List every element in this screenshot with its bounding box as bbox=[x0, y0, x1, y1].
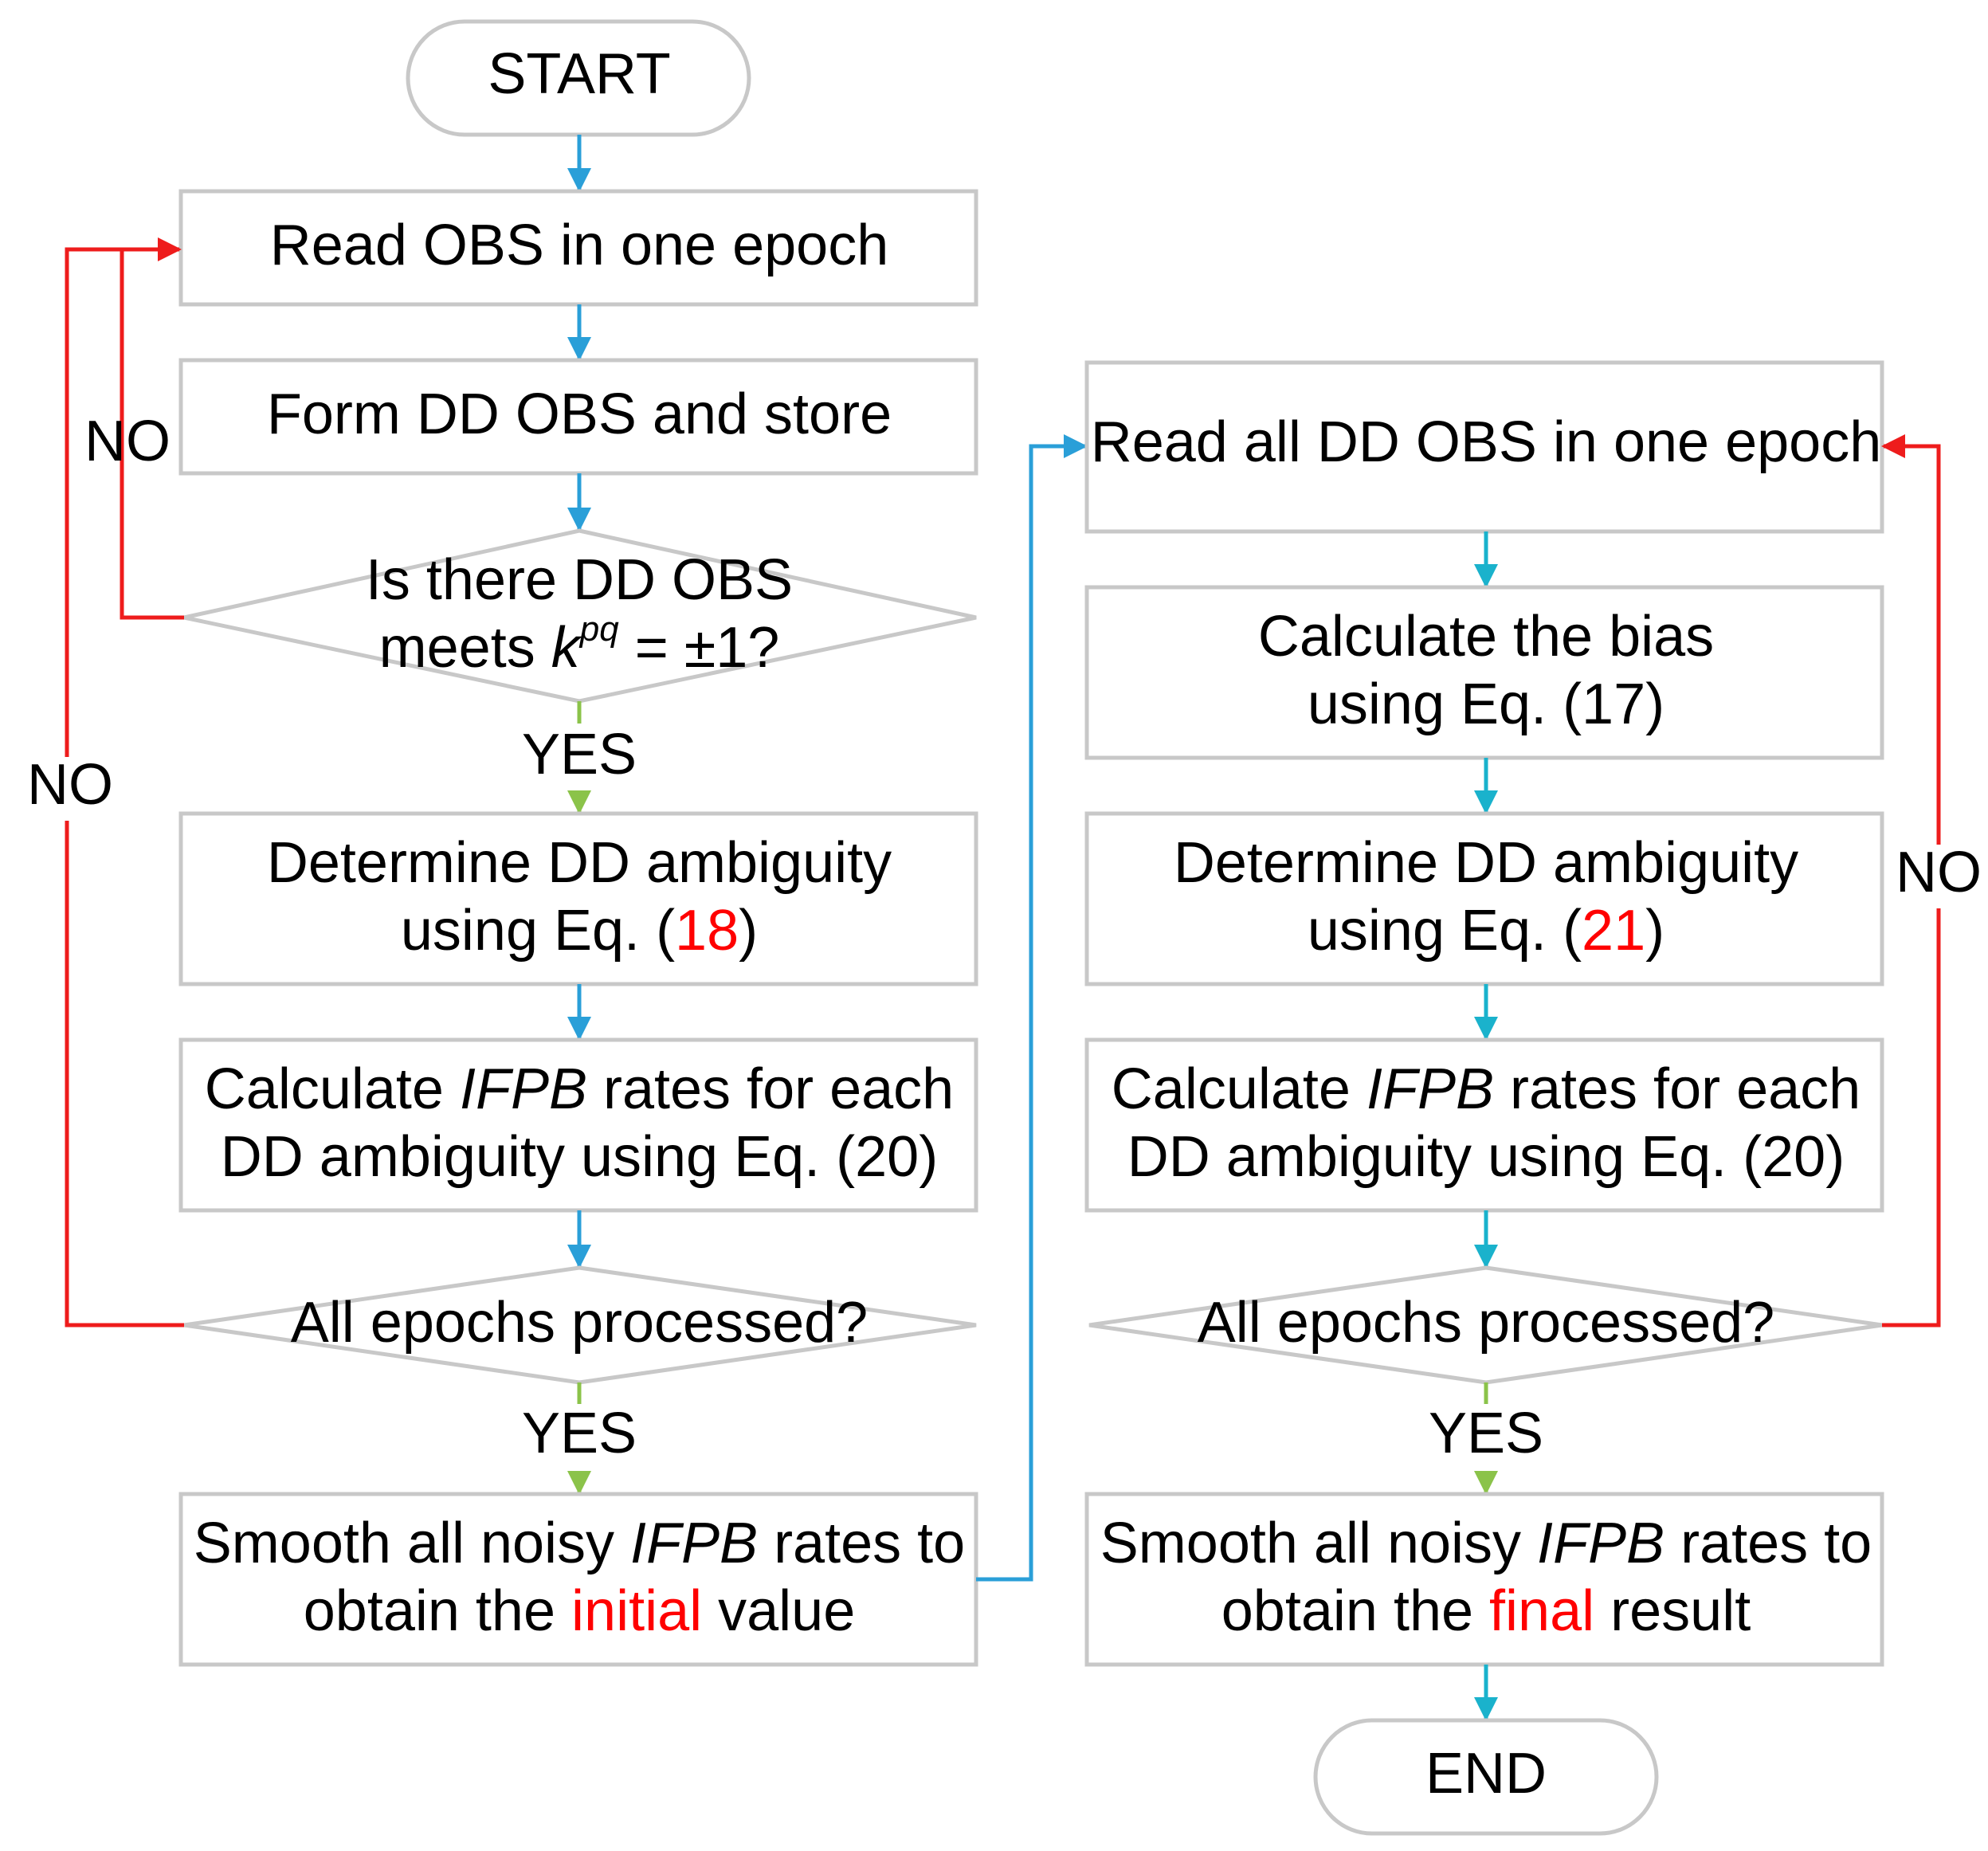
calc-left-line1: Calculate IFPB rates for each bbox=[205, 1057, 954, 1121]
yes-label-3: YES bbox=[1429, 1402, 1543, 1465]
calc-bias-line1: Calculate the bias bbox=[1258, 605, 1714, 669]
decision-all-epochs-left: All epochs processed? bbox=[183, 1265, 977, 1385]
no-label-right: NO bbox=[1896, 841, 1982, 904]
read-obs-box: Read OBS in one epoch bbox=[178, 189, 978, 307]
determine-dd-right-box: Determine DD ambiguity using Eq. (21) bbox=[1084, 811, 1884, 986]
determine-right-line2: using Eq. (21) bbox=[1308, 899, 1665, 963]
read-all-dd-label: Read all DD OBS in one epoch bbox=[1091, 410, 1882, 474]
no-label-inner: NO bbox=[84, 410, 171, 473]
start-label: START bbox=[488, 42, 670, 106]
yes-label-1: YES bbox=[522, 723, 637, 786]
smooth-initial-line1: Smooth all noisy IFPB rates to bbox=[194, 1512, 965, 1575]
calc-right-line2: DD ambiguity using Eq. (20) bbox=[1127, 1125, 1845, 1189]
no-label-right-bg bbox=[1895, 845, 1982, 908]
determine-dd-left-box: Determine DD ambiguity using Eq. (18) bbox=[178, 811, 978, 986]
calc-bias-box: Calculate the bias using Eq. (17) bbox=[1084, 585, 1884, 760]
arrow-to-right-column bbox=[976, 434, 1088, 1582]
decision-all-epochs-left-label: All epochs processed? bbox=[291, 1291, 868, 1355]
smooth-final-line2: obtain the final result bbox=[1221, 1579, 1751, 1643]
smooth-initial-line2: obtain the initial value bbox=[304, 1579, 856, 1643]
no-label-outer: NO bbox=[27, 753, 113, 817]
form-dd-label: Form DD OBS and store bbox=[267, 382, 892, 446]
calc-ifpb-left-box: Calculate IFPB rates for each DD ambigui… bbox=[178, 1037, 978, 1213]
calc-right-line1: Calculate IFPB rates for each bbox=[1112, 1057, 1861, 1121]
determine-right-line1: Determine DD ambiguity bbox=[1174, 831, 1798, 895]
decision-kpq-line1: Is there DD OBS bbox=[366, 548, 793, 612]
form-dd-box: Form DD OBS and store bbox=[178, 358, 978, 476]
end-label: END bbox=[1425, 1742, 1547, 1806]
calc-left-line2: DD ambiguity using Eq. (20) bbox=[221, 1125, 938, 1189]
calc-ifpb-right-box: Calculate IFPB rates for each DD ambigui… bbox=[1084, 1037, 1884, 1213]
read-obs-label: Read OBS in one epoch bbox=[270, 214, 889, 277]
decision-kpq-line2: meets kpq = ±1? bbox=[379, 610, 780, 680]
determine-left-line1: Determine DD ambiguity bbox=[267, 831, 892, 895]
start-terminal: START bbox=[406, 19, 751, 137]
decision-kpq: Is there DD OBS meets kpq = ±1? bbox=[183, 528, 977, 704]
decision-all-epochs-right-label: All epochs processed? bbox=[1198, 1291, 1774, 1355]
no-label-outer-bg bbox=[24, 757, 112, 821]
smooth-final-box: Smooth all noisy IFPB rates to obtain th… bbox=[1084, 1492, 1884, 1667]
smooth-initial-box: Smooth all noisy IFPB rates to obtain th… bbox=[178, 1492, 978, 1667]
decision-all-epochs-right: All epochs processed? bbox=[1088, 1265, 1883, 1385]
end-terminal: END bbox=[1313, 1718, 1659, 1836]
determine-left-line2: using Eq. (18) bbox=[401, 899, 758, 963]
arrow-no-loop-inner bbox=[120, 237, 184, 620]
calc-bias-line2: using Eq. (17) bbox=[1308, 673, 1665, 736]
read-all-dd-box: Read all DD OBS in one epoch bbox=[1084, 360, 1884, 534]
smooth-final-line1: Smooth all noisy IFPB rates to bbox=[1100, 1512, 1872, 1575]
yes-label-2: YES bbox=[522, 1402, 637, 1465]
